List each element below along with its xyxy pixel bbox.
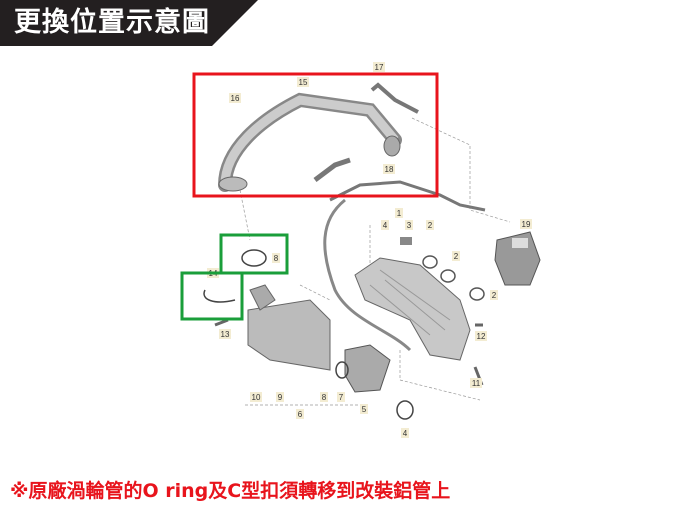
pipe-18: [329, 180, 486, 212]
gasket-2a: [422, 255, 438, 269]
svg-text:18: 18: [385, 165, 394, 174]
part-label-1: 1: [395, 208, 403, 218]
part-label-4: 4: [401, 428, 409, 438]
part-label-18: 18: [383, 164, 395, 174]
c-clip-14: [203, 289, 236, 303]
o-ring-8: [241, 249, 267, 267]
part-label-5: 5: [360, 404, 368, 414]
part-label-13: 13: [219, 329, 231, 339]
part-label-3: 3: [405, 220, 413, 230]
svg-text:2: 2: [492, 291, 497, 300]
svg-text:6: 6: [298, 410, 303, 419]
svg-text:16: 16: [231, 94, 240, 103]
highlight-box-green-clip: [180, 271, 244, 321]
part-label-8: 8: [272, 253, 280, 263]
svg-text:7: 7: [339, 393, 344, 402]
caption-note: ※原廠渦輪管的O ring及C型扣須轉移到改裝鋁管上: [10, 480, 451, 502]
svg-text:15: 15: [299, 78, 308, 87]
svg-text:9: 9: [278, 393, 283, 402]
part-label-2: 2: [490, 290, 498, 300]
svg-text:12: 12: [477, 332, 486, 341]
part-label-15: 15: [297, 77, 309, 87]
part-label-12: 12: [475, 331, 487, 341]
part-label-2: 2: [452, 251, 460, 261]
part-label-6: 6: [296, 409, 304, 419]
gasket-2b: [440, 269, 456, 283]
part-label-17: 17: [373, 62, 385, 72]
gasket-2c: [469, 287, 485, 301]
part-label-4: 4: [381, 220, 389, 230]
svg-text:5: 5: [362, 405, 367, 414]
part-label-16: 16: [229, 93, 241, 103]
svg-text:19: 19: [522, 220, 531, 229]
svg-text:4: 4: [403, 429, 408, 438]
highlight-box-red: [192, 72, 439, 198]
svg-text:13: 13: [221, 330, 230, 339]
svg-text:11: 11: [472, 379, 481, 388]
part-label-8: 8: [320, 392, 328, 402]
o-ring-7: [335, 361, 349, 379]
leader-lines: [239, 117, 511, 406]
sensor-3: [400, 237, 412, 245]
highlight-box-green-oring: [219, 233, 289, 275]
bolt-13: [214, 318, 229, 327]
svg-text:17: 17: [375, 63, 384, 72]
svg-text:3: 3: [407, 221, 412, 230]
svg-text:4: 4: [383, 221, 388, 230]
svg-text:8: 8: [274, 254, 279, 263]
part-label-7: 7: [337, 392, 345, 402]
hose-17: [370, 82, 419, 114]
o-ring-4: [396, 400, 414, 420]
title-banner: [0, 0, 258, 46]
page-title: 更換位置示意圖: [14, 7, 210, 38]
svg-text:2: 2: [454, 252, 459, 261]
svg-text:1: 1: [397, 209, 402, 218]
intake-manifold: [354, 257, 471, 361]
svg-text:10: 10: [252, 393, 261, 402]
part-label-11: 11: [470, 378, 482, 388]
part-label-9: 9: [276, 392, 284, 402]
svg-text:8: 8: [322, 393, 327, 402]
charge-pipe: [218, 92, 402, 192]
resonator: [494, 231, 541, 286]
part-label-10: 10: [250, 392, 262, 402]
part-label-19: 19: [520, 219, 532, 229]
vacuum-line: [323, 198, 412, 352]
intercooler: [247, 284, 331, 371]
part-label-2: 2: [426, 220, 434, 230]
throttle-body: [344, 344, 391, 393]
sensor-harness: [313, 157, 351, 182]
svg-text:2: 2: [428, 221, 433, 230]
